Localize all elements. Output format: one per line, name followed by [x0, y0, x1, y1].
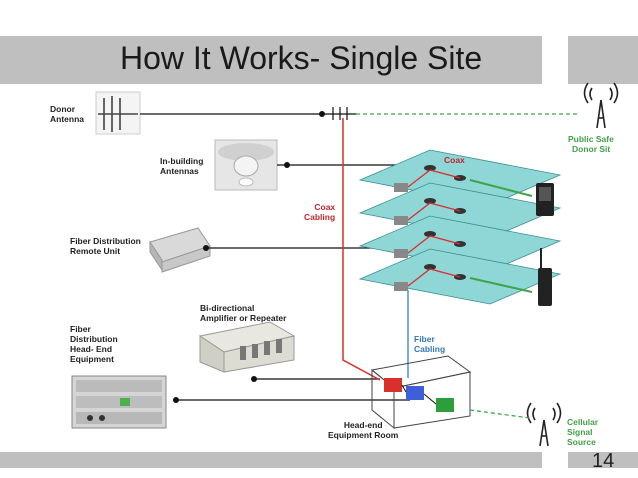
label-fiber-remote-unit: Fiber Distribution Remote Unit	[70, 236, 141, 256]
smartphone-icon	[536, 183, 554, 216]
label-amplifier: Bi-directional Amplifier or Repeater	[200, 303, 287, 323]
cellular-tower-icon	[526, 402, 562, 447]
label-public-safety: Public Safe Donor Sit	[568, 134, 614, 154]
page-number: 14	[592, 450, 615, 472]
fiber-remote-unit-image	[149, 227, 211, 273]
radio-handset-icon	[538, 248, 552, 306]
label-coax-cabling: Coax Cabling	[304, 202, 336, 222]
headend-room-box	[370, 355, 472, 430]
footer-bar-left	[0, 452, 542, 468]
title-bar-left	[0, 36, 118, 84]
label-headend-room: Head-end Equipment Room	[328, 420, 399, 440]
slide-title: How It Works- Single Site	[120, 40, 483, 76]
footer-bar-right	[568, 452, 638, 468]
label-headend-equipment: Fiber Distribution Head- End Equipment	[70, 324, 118, 364]
amplifier-image	[198, 321, 296, 373]
label-coax-top: Coax	[444, 155, 465, 165]
public-safety-tower-icon	[583, 82, 619, 129]
arrestor-icon	[330, 107, 356, 120]
title-bar-right	[568, 36, 638, 84]
headend-rack-image	[71, 375, 167, 429]
label-fiber-cabling: Fiber Cabling	[414, 334, 446, 354]
donor-antenna-image	[95, 91, 141, 135]
label-inbuilding-antennas: In-building Antennas	[160, 156, 204, 176]
title-bar	[118, 36, 542, 84]
building-floors	[358, 149, 562, 305]
floor-devices	[394, 165, 466, 291]
inbuilding-antenna-image	[214, 139, 278, 191]
label-cellular: Cellular Signal Source	[567, 417, 599, 447]
label-donor-antenna: Donor Antenna	[50, 104, 84, 124]
